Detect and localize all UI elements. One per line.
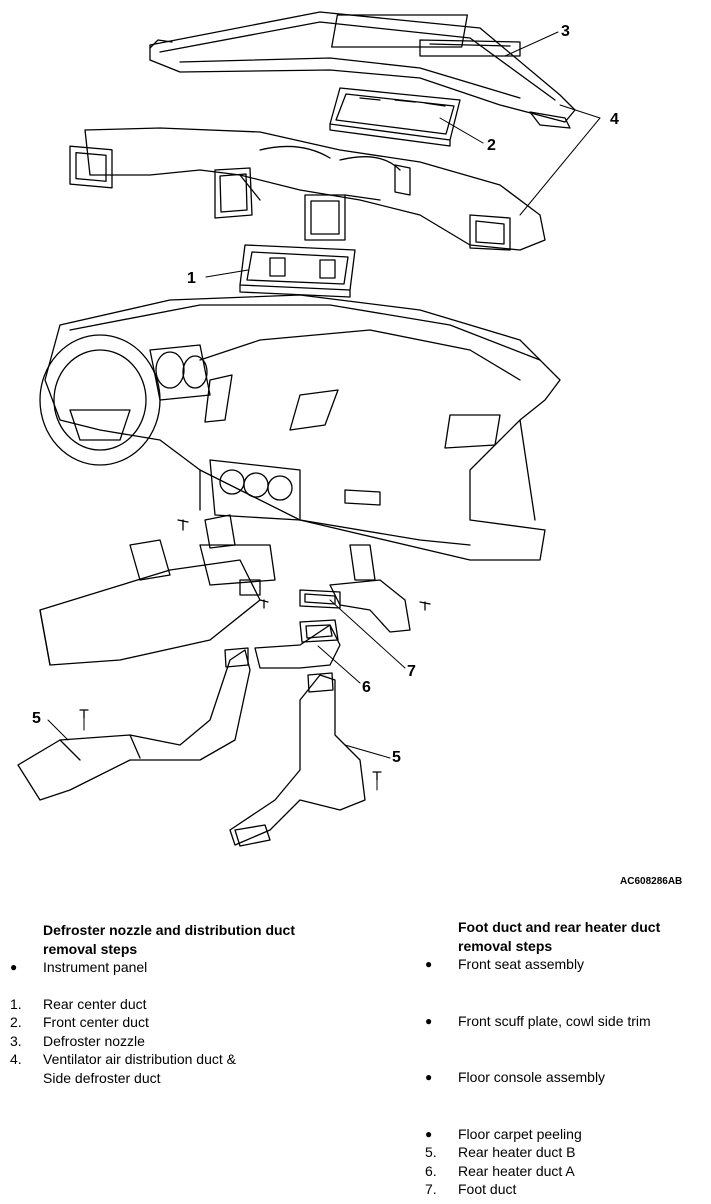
- callout-labels: 3 2 4 1 7 6 5 5: [32, 23, 619, 766]
- right-steps-column: Foot duct and rear heater duct removal s…: [425, 918, 698, 1199]
- callout-4: 4: [610, 111, 619, 128]
- leader-lines: [47, 31, 601, 791]
- right-bullet-item-4: ● Floor carpet peeling: [425, 1125, 582, 1142]
- rear-heater-duct-a: [254, 619, 341, 669]
- left-heading: Defroster nozzle and distribution duct r…: [43, 922, 296, 957]
- callout-2: 2: [487, 137, 496, 154]
- callout-5-right: 5: [392, 749, 401, 766]
- right-heading: Foot duct and rear heater duct removal s…: [458, 919, 661, 954]
- bullet-icon: ●: [425, 957, 433, 971]
- left-step-4: 4.Ventilator air distribution duct &: [10, 1051, 236, 1067]
- left-steps-column: Defroster nozzle and distribution duct r…: [10, 921, 343, 1087]
- front-center-duct: [329, 87, 461, 147]
- callout-7: 7: [407, 663, 416, 680]
- bullet-icon: ●: [425, 1070, 433, 1084]
- screws: [79, 519, 431, 781]
- figure-code: AC608286AB: [620, 876, 683, 887]
- right-bullet-item-1: ● Front seat assembly: [425, 956, 585, 972]
- callout-6: 6: [362, 679, 371, 696]
- callout-1: 1: [187, 270, 196, 287]
- left-bullet-item: ● Instrument panel: [10, 959, 148, 975]
- floor-console: [39, 514, 276, 666]
- foot-duct: [299, 544, 411, 633]
- left-step-4-continued: Side defroster duct: [43, 1069, 161, 1086]
- right-step-7: 7.Foot duct: [425, 1181, 517, 1197]
- left-step-2: 2.Front center duct: [10, 1014, 149, 1030]
- exploded-view-diagram: 3 2 4 1 7 6 5 5: [17, 11, 619, 847]
- right-bullet-item-2: ● Front scuff plate, cowl side trim: [425, 1012, 651, 1029]
- bullet-icon: ●: [425, 1013, 433, 1028]
- callout-5-left: 5: [32, 710, 41, 727]
- bullet-icon: ●: [10, 960, 18, 974]
- right-step-6: 6.Rear heater duct A: [425, 1162, 575, 1179]
- left-step-1: 1.Rear center duct: [10, 995, 147, 1012]
- ventilator-air-distribution-duct: [69, 127, 546, 251]
- instrument-panel: [39, 294, 561, 561]
- defroster-nozzle: [149, 11, 576, 129]
- rear-center-duct: [239, 244, 356, 298]
- rear-heater-duct-b-left: [17, 647, 251, 801]
- left-step-3: 3.Defroster nozzle: [10, 1032, 145, 1049]
- right-bullet-item-3: ● Floor console assembly: [425, 1069, 606, 1085]
- right-step-5: 5.Rear heater duct B: [425, 1144, 576, 1160]
- callout-3: 3: [561, 23, 570, 40]
- rear-heater-duct-b-right: [229, 672, 366, 847]
- bullet-icon: ●: [425, 1126, 433, 1141]
